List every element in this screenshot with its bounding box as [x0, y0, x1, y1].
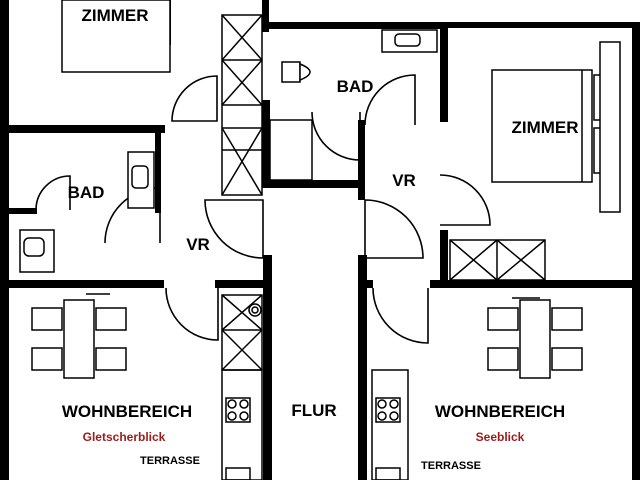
view-label-right: Seeblick [476, 430, 525, 444]
wall-left-outer [0, 0, 9, 480]
dining-left [31, 293, 127, 379]
kitchen-left [221, 369, 263, 480]
room-label-vr-left: VR [186, 235, 210, 254]
room-label-wohnbereich-left: WOHNBEREICH [62, 402, 192, 421]
room-label-bad-left: BAD [68, 183, 105, 202]
bed-right [491, 41, 621, 213]
doors [35, 74, 491, 344]
room-label-vr-right: VR [392, 171, 416, 190]
room-label-bad-top: BAD [337, 77, 374, 96]
wall-zimmer-bottom [9, 125, 165, 133]
wall-right-outer [632, 22, 640, 480]
wall-vr-right-bottom-r [430, 280, 640, 288]
bad-top-fixtures [269, 29, 438, 181]
kitchen-right [371, 369, 409, 480]
wall-bad-top-top [262, 22, 442, 29]
wall-top-center [262, 0, 269, 32]
wall-vr-left-bottom [9, 280, 164, 288]
wall-zimmer-right-top [440, 22, 640, 28]
shafts [221, 14, 546, 371]
terrace-label-right: TERRASSE [421, 460, 481, 472]
wall-zimmer-right-left [440, 230, 448, 280]
wall-bad-top-right [440, 22, 448, 122]
wall-bad-left-bottom [9, 208, 37, 214]
dining-right [487, 297, 583, 379]
wall-bad-left-right [155, 133, 161, 213]
wall-flur-right [358, 255, 367, 480]
wall-bad-top-left [262, 100, 270, 188]
view-label-left: Gletscherblick [83, 430, 166, 444]
terrace-label-left: TERRASSE [140, 455, 200, 467]
wall-vr-right-left [358, 120, 365, 200]
wall-flur-left [263, 255, 272, 480]
room-label-flur: FLUR [291, 401, 336, 420]
wall-vr-right-bottom [365, 280, 373, 288]
wall-bad-top-bottom [268, 180, 360, 188]
room-label-wohnbereich-right: WOHNBEREICH [435, 402, 565, 421]
bed-top-left [61, 0, 171, 73]
room-label-zimmer-right: ZIMMER [511, 118, 578, 137]
bad-left-fixtures [19, 151, 155, 273]
wall-vr-left-bottom-r [215, 280, 263, 288]
room-label-zimmer-top-left: ZIMMER [81, 6, 148, 25]
